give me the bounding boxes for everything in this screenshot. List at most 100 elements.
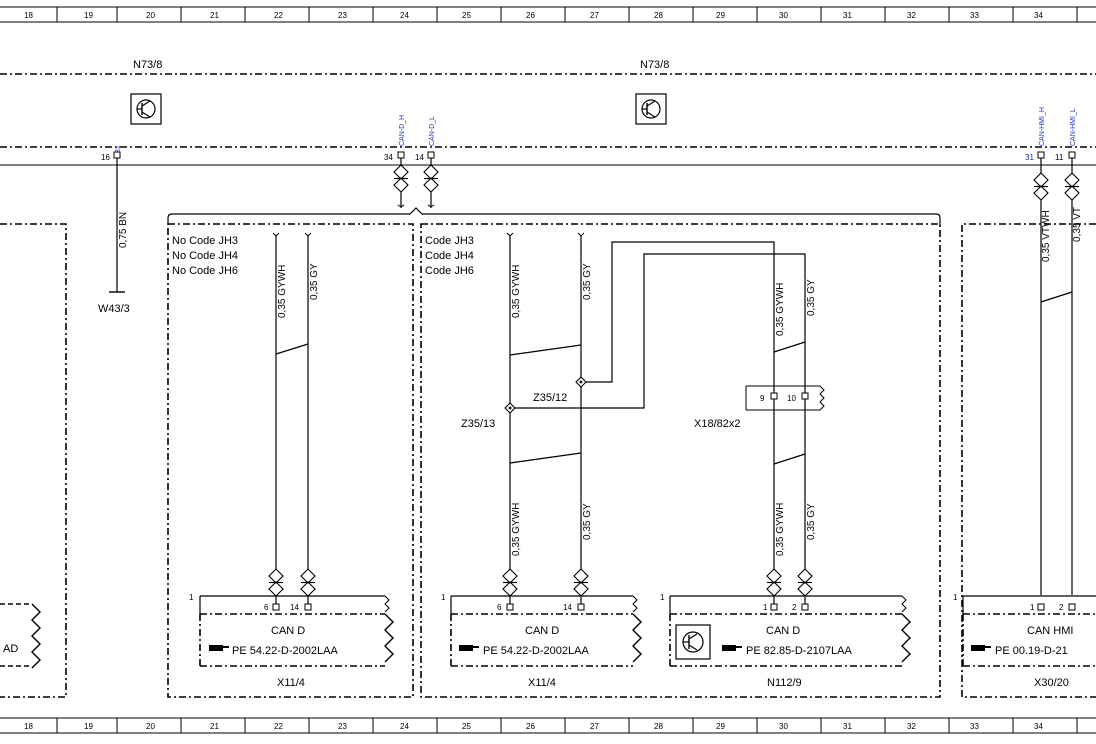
wire-label-gywh-4: 0,35 GYWH: [775, 283, 786, 336]
ruler-bottom-30: 30: [779, 722, 788, 731]
ruler-top-33: 33: [970, 11, 979, 20]
wire-label-gywh-2: 0,35 GYWH: [511, 265, 522, 318]
svg-text:14: 14: [563, 603, 572, 612]
hand-pointer-icon: [209, 645, 229, 651]
component-n73-right: N73/8: [640, 59, 669, 71]
label-x30-20: X30/20: [1034, 677, 1069, 689]
ruler-top-26: 26: [526, 11, 535, 20]
box1-title: CAN D: [271, 625, 305, 637]
wire-label-gy-5: 0,35 GY: [806, 503, 817, 540]
pin-11-hmi: 11 CAN-HMI_L: [1055, 108, 1077, 162]
ruler-top-28: 28: [654, 11, 663, 20]
ruler-bottom-20: 20: [146, 722, 155, 731]
variant-box-no-code: [167, 223, 414, 698]
component-n73-left: N73/8: [133, 59, 162, 71]
ruler-top-18: 18: [24, 11, 33, 20]
wire-label-gy-2: 0,35 GY: [582, 263, 593, 300]
wire-label-gywh-1: 0,35 GYWH: [277, 265, 288, 318]
hand-pointer-icon: [971, 645, 991, 651]
wire-label-gy-1: 0,35 GY: [309, 263, 320, 300]
component-box-x11-right: 1 6 14 CAN D PE 54.22-D-2002LAA: [441, 593, 642, 667]
ruler-top-25: 25: [462, 11, 471, 20]
box1-ref: PE 54.22-D-2002LAA: [232, 645, 338, 657]
component-box-hmi: 1 1 2 CAN HMI PE 00.19-D-21: [953, 593, 1096, 667]
svg-text:9: 9: [760, 394, 765, 403]
tilde-break-icon: [397, 204, 435, 207]
ruler-bottom-34: 34: [1034, 722, 1043, 731]
svg-text:6: 6: [497, 603, 502, 612]
variant-box-code: [420, 223, 941, 698]
transistor-icon: [130, 93, 162, 125]
wire-label-vtwh: 0,35 VTWH: [1041, 210, 1052, 262]
ruler-top-34: 34: [1034, 11, 1043, 20]
ruler-top-23: 23: [338, 11, 347, 20]
code-no-jh4: No Code JH4: [172, 250, 238, 262]
box3-ref: PE 82.85-D-2107LAA: [746, 645, 852, 657]
svg-text:CAN-HMI_H: CAN-HMI_H: [1039, 107, 1046, 146]
transistor-icon: [635, 93, 667, 125]
component-box-x11-left: 1 6 14 CAN D PE 54.22-D-2002LAA: [189, 593, 394, 667]
svg-text:2: 2: [1059, 603, 1064, 612]
ruler-top-21: 21: [210, 11, 219, 20]
ruler-bottom-18: 18: [24, 722, 33, 731]
ruler-top-19: 19: [84, 11, 93, 20]
wire-label-gywh-3: 0,35 GYWH: [511, 503, 522, 556]
label-x11-4-left: X11/4: [277, 677, 305, 689]
svg-text:11: 11: [1055, 153, 1064, 162]
label-x11-4-right: X11/4: [528, 677, 556, 689]
code-jh3: Code JH3: [425, 235, 474, 247]
label-x18-82x2: X18/82x2: [694, 418, 740, 430]
svg-text:1: 1: [953, 593, 958, 602]
svg-text:CAN-D_H: CAN-D_H: [399, 115, 406, 146]
svg-text:CAN-HMI_L: CAN-HMI_L: [1070, 108, 1077, 146]
svg-text:2: 2: [792, 603, 797, 612]
box4-title: CAN HMI: [1027, 625, 1073, 637]
svg-text:14: 14: [415, 153, 424, 162]
ruler-bottom-24: 24: [400, 722, 409, 731]
svg-text:1: 1: [189, 593, 194, 602]
ruler-bottom-28: 28: [654, 722, 663, 731]
svg-text:10: 10: [787, 394, 796, 403]
ruler-top-20: 20: [146, 11, 155, 20]
code-no-jh3: No Code JH3: [172, 235, 238, 247]
code-no-jh6: No Code JH6: [172, 265, 238, 277]
wires-code-splice: [504, 232, 806, 578]
svg-text:1: 1: [660, 593, 665, 602]
hand-pointer-icon: [459, 645, 479, 651]
pin-31-hmi: 31 CAN-HMI_H: [1025, 107, 1046, 162]
ruler-bottom-25: 25: [462, 722, 471, 731]
ruler-top-24: 24: [400, 11, 409, 20]
label-z35-13: Z35/13: [461, 418, 495, 430]
svg-text:31: 31: [1025, 153, 1034, 162]
pin-34: 34 CAN-D_H: [384, 115, 406, 162]
wire-label-gy-4: 0,35 GY: [806, 279, 817, 316]
wires-n112: [773, 260, 806, 578]
ruler-top-22: 22: [274, 11, 283, 20]
wire-label-gy-3: 0,35 GY: [582, 503, 593, 540]
ruler-top-31: 31: [843, 11, 852, 20]
ruler-bottom-29: 29: [716, 722, 725, 731]
ruler-bottom-19: 19: [84, 722, 93, 731]
transistor-icon: [675, 624, 711, 660]
svg-text:34: 34: [384, 153, 393, 162]
connector-x18: 9 10: [745, 385, 825, 411]
svg-text:6: 6: [264, 603, 269, 612]
ruler-bottom-27: 27: [590, 722, 599, 731]
ruler-bottom-33: 33: [970, 722, 979, 731]
svg-text:1: 1: [763, 603, 768, 612]
box0-ref: AD: [3, 643, 18, 655]
group-brace: [167, 207, 941, 225]
ruler-bottom-31: 31: [843, 722, 852, 731]
ruler-top-32: 32: [907, 11, 916, 20]
ruler-bottom-22: 22: [274, 722, 283, 731]
svg-text:1: 1: [1030, 603, 1035, 612]
ruler-bottom-23: 23: [338, 722, 347, 731]
ruler-bottom-21: 21: [210, 722, 219, 731]
box-right-partial: [961, 223, 1096, 698]
splice-connector-icon: [268, 568, 813, 597]
ruler-top-30: 30: [779, 11, 788, 20]
ruler-bottom-32: 32: [907, 722, 916, 731]
component-box-n112: 1 1 2 CAN D PE 82.85-D-2107LAA: [660, 593, 911, 667]
wire-label-vt: 0,35 VT: [1072, 207, 1083, 242]
